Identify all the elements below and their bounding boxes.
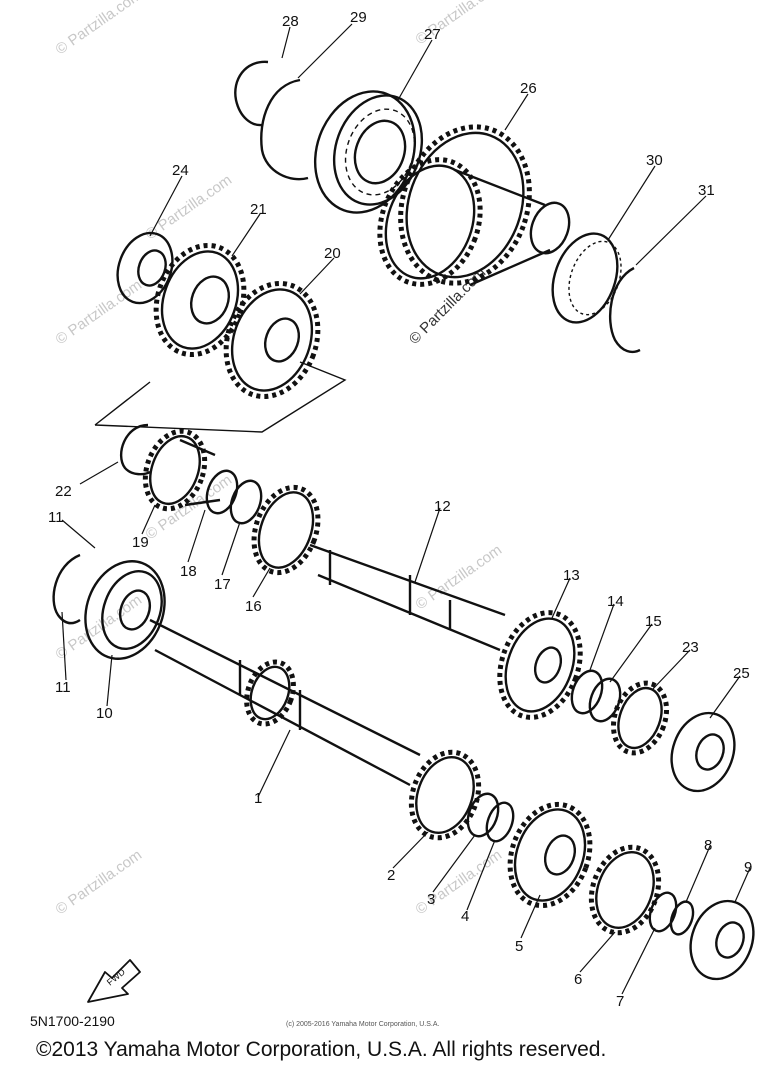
callout: 8 (704, 837, 712, 854)
callout: 10 (96, 705, 113, 722)
gear-20 (223, 280, 321, 400)
bearing-30 (551, 232, 622, 324)
callout: 23 (682, 639, 699, 656)
callout: 26 (520, 80, 537, 97)
bearing-27 (313, 90, 424, 214)
gear-23 (610, 680, 670, 756)
callouts: 1 2 3 4 5 6 7 8 9 10 11 11 12 13 14 15 1… (48, 9, 752, 1010)
circlip-29 (260, 78, 309, 181)
watermark: © Partzilla.com (413, 541, 506, 613)
callout: 17 (214, 576, 231, 593)
bearing-9 (689, 899, 755, 981)
callout: 4 (461, 908, 469, 925)
callout: 15 (645, 613, 662, 630)
lower-axle-group (52, 553, 755, 981)
upper-assembly (234, 60, 641, 354)
callout: 16 (245, 598, 262, 615)
callout: 3 (427, 891, 435, 908)
callout: 24 (172, 162, 189, 179)
bearing-25 (670, 711, 736, 793)
callout: 21 (250, 201, 267, 218)
left-gear-group (94, 231, 347, 433)
callout: 22 (55, 483, 72, 500)
gear-21 (153, 242, 247, 358)
circlip-8 (669, 900, 695, 936)
callout: 13 (563, 567, 580, 584)
fwd-arrow-icon: FWD (87, 959, 141, 1003)
callout: 29 (350, 9, 367, 26)
axle-12 (309, 543, 506, 652)
watermark: © Partzilla.com (53, 276, 146, 348)
gear-2 (408, 749, 482, 841)
watermark: © Partzilla.com (143, 171, 236, 243)
washer-7 (648, 891, 678, 933)
callout: 9 (744, 859, 752, 876)
callout: 25 (733, 665, 750, 682)
callout: 6 (574, 971, 582, 988)
gear-26 (377, 124, 571, 287)
gear-13 (497, 610, 583, 720)
assembly-bracket (94, 361, 347, 433)
bearing-10 (84, 560, 166, 660)
callout: 31 (698, 182, 715, 199)
circlip-4 (485, 801, 515, 843)
washer-14 (570, 669, 604, 715)
circlip-11 (52, 553, 81, 625)
callout: 18 (180, 563, 197, 580)
circlip-17 (229, 479, 263, 525)
callout: 12 (434, 498, 451, 515)
gear-19 (142, 428, 221, 512)
callout: 14 (607, 593, 624, 610)
callout: 27 (424, 26, 441, 43)
washer-3 (466, 792, 500, 838)
bearing-24 (116, 231, 174, 305)
callout: 11 (55, 679, 71, 696)
callout: 5 (515, 938, 523, 955)
leader-lines (61, 23, 751, 995)
callout: 30 (646, 152, 663, 169)
callout: 20 (324, 245, 341, 262)
gear-5 (507, 801, 593, 909)
small-copyright: (c) 2005-2016 Yamaha Motor Corporation, … (286, 1021, 440, 1028)
gear-6 (588, 844, 662, 936)
diagram-code: 5N1700-2190 (30, 1013, 115, 1029)
callout: 1 (254, 790, 262, 807)
washer-18 (205, 469, 239, 515)
direction-label: FWD (105, 966, 128, 987)
callout: 28 (282, 13, 299, 30)
gear-1-integral (244, 659, 296, 727)
callout: 7 (616, 993, 624, 1010)
copyright-notice: ©2013 Yamaha Motor Corporation, U.S.A. A… (36, 1038, 607, 1061)
circlip-31 (608, 266, 641, 354)
gear-16 (251, 484, 321, 576)
watermark: © Partzilla.com (53, 846, 146, 918)
circlip-28 (234, 60, 269, 127)
watermark: © Partzilla.com (53, 0, 146, 58)
callout: 19 (132, 534, 149, 551)
circlip-22 (120, 423, 151, 476)
callout: 11 (48, 509, 64, 526)
callout: 2 (387, 867, 395, 884)
